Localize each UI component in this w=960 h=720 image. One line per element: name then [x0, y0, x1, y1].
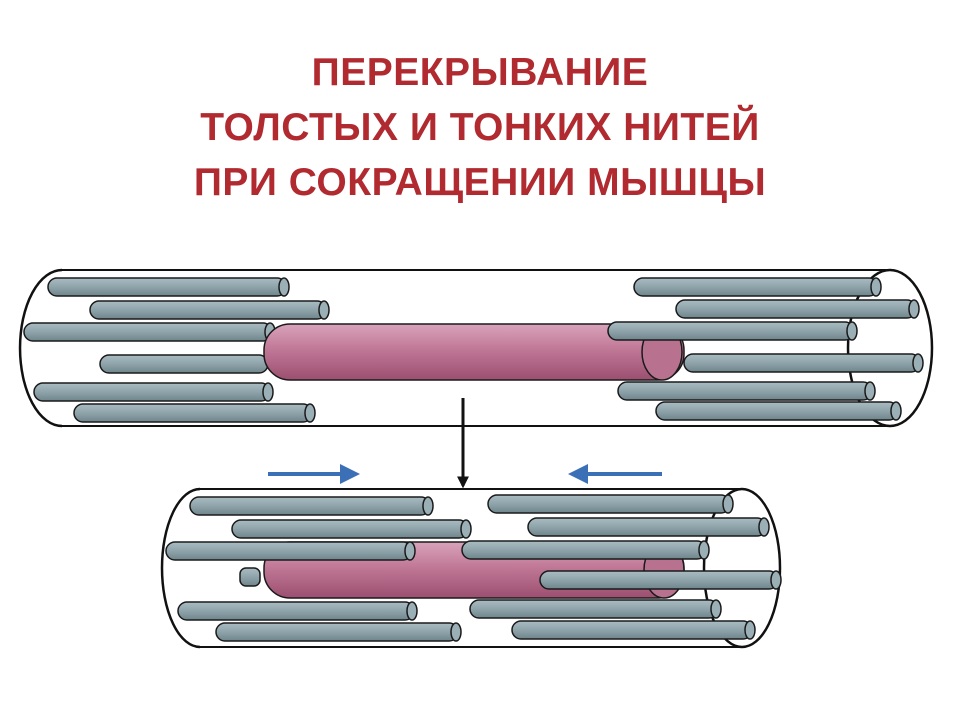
thin-filament [617, 381, 876, 401]
thin-filament [177, 601, 418, 621]
thin-filament [89, 300, 330, 320]
thin-filament [33, 382, 274, 402]
thin-filament [99, 354, 269, 374]
thin-filament [73, 403, 316, 423]
thin-filament [231, 519, 472, 539]
thin-filament [461, 540, 710, 560]
relaxed-left-thin-filaments [23, 277, 330, 423]
title-line-2: ТОЛСТЫХ И ТОНКИХ НИТЕЙ [200, 106, 760, 149]
thin-filament [511, 620, 756, 640]
relaxed-tube-left-cap [18, 268, 63, 428]
relaxed-tube-right-cap [846, 268, 934, 428]
thin-filament [527, 517, 770, 537]
title-line-1: ПЕРЕКРЫВАНИЕ [311, 51, 649, 94]
thin-filament [239, 567, 261, 587]
relaxed-sarcomere [18, 268, 934, 428]
title-line-3: ПРИ СОКРАЩЕНИИ МЫШЦЫ [193, 161, 767, 204]
thin-filament [469, 599, 722, 619]
thin-filament [215, 622, 462, 642]
relaxed-thick-filament [263, 323, 685, 381]
relaxed-right-thin-filaments [607, 277, 924, 421]
thin-filament [633, 277, 882, 297]
thin-filament [683, 353, 924, 373]
contracted-tube-left-cap [160, 487, 201, 649]
slide-title: ПЕРЕКРЫВАНИЕ ТОЛСТЫХ И ТОНКИХ НИТЕЙ ПРИ … [0, 45, 960, 210]
contracted-left-thin-filaments [165, 496, 472, 642]
thin-filament [607, 321, 858, 341]
contracted-sarcomere [160, 487, 782, 649]
thin-filament [47, 277, 290, 297]
thin-filament [675, 299, 920, 319]
thin-filament [165, 541, 416, 561]
contracted-tube-right-cap [702, 487, 782, 649]
thin-filament [487, 494, 734, 514]
thin-filament [655, 401, 902, 421]
thin-filament [539, 570, 782, 590]
thin-filament [23, 322, 276, 342]
contracted-right-thin-filaments [461, 494, 782, 640]
thin-filament [189, 496, 434, 516]
